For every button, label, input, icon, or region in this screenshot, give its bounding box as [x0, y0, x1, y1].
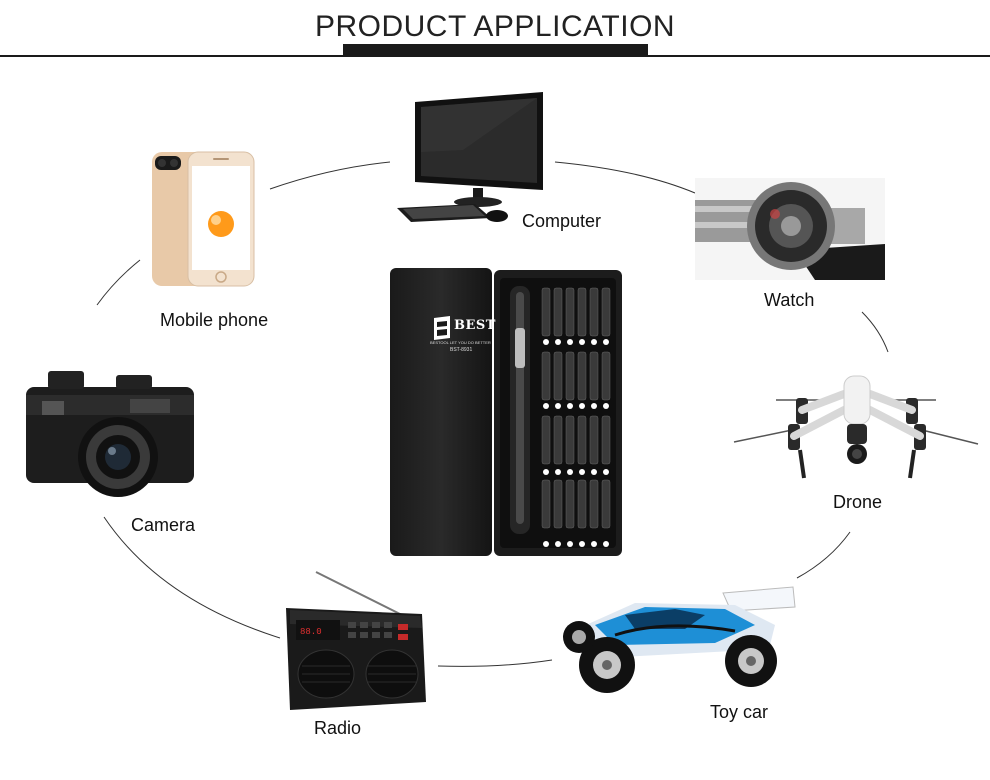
- computer-icon: [397, 92, 543, 222]
- screwdriver-set-case: BEST BESTOOL LET YOU DO BETTER BST-8931: [390, 268, 622, 558]
- svg-text:88.0: 88.0: [300, 627, 322, 637]
- arc-watch-to-drone: [861, 311, 889, 353]
- screwdriver-case-icon: [390, 268, 622, 556]
- arc-computer-to-watch: [554, 161, 696, 194]
- arc-radio-to-camera: [103, 516, 281, 639]
- label-camera: Camera: [131, 515, 196, 535]
- arc-camera-to-phone: [96, 259, 141, 306]
- header-underline-bar: [343, 44, 648, 56]
- camera-icon: [26, 371, 194, 497]
- mobile-phone-illustration: [150, 150, 256, 290]
- drone-icon: [733, 375, 979, 479]
- toy-car-icon: [563, 586, 796, 693]
- radio-illustration: 88.0: [282, 570, 432, 715]
- drone-illustration: [732, 370, 982, 485]
- page-title: PRODUCT APPLICATION: [314, 10, 676, 43]
- brand-tagline: BESTOOL LET YOU DO BETTER: [430, 340, 491, 345]
- arc-drone-to-toycar: [796, 531, 851, 579]
- watch-icon: [695, 178, 885, 280]
- brand-logo-text: BEST: [454, 318, 496, 333]
- label-computer: Computer: [522, 211, 602, 231]
- computer-illustration: [393, 90, 553, 225]
- toy-car-illustration: [555, 585, 800, 700]
- watch-illustration: [695, 178, 885, 280]
- header-rule: [0, 55, 990, 57]
- arc-toycar-to-radio: [437, 659, 553, 667]
- camera-illustration: [20, 365, 200, 505]
- arc-phone-to-computer: [269, 161, 391, 190]
- label-watch: Watch: [764, 290, 815, 310]
- radio-icon: 88.0: [286, 571, 426, 710]
- model-number: BST-8931: [450, 347, 473, 353]
- label-toy-car: Toy car: [710, 702, 769, 722]
- label-mobile-phone: Mobile phone: [160, 310, 269, 330]
- mobile-phone-icon: [152, 151, 255, 287]
- label-radio: Radio: [314, 718, 362, 738]
- label-drone: Drone: [833, 492, 883, 512]
